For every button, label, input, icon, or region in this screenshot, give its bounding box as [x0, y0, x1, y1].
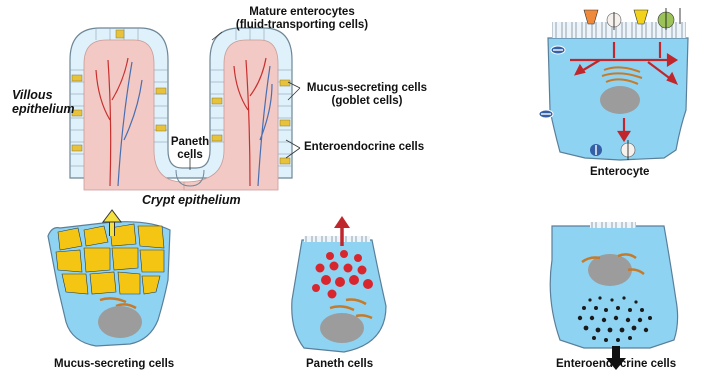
caption-enterocyte: Enterocyte [590, 166, 649, 179]
epithelium-text: epithelium [12, 102, 75, 116]
label-enteroendocrine: Enteroendocrine cells [304, 141, 424, 154]
enteroendocrine-cell-diagram [550, 222, 677, 370]
enteroendocrine-cell-body [550, 226, 677, 348]
paneth-cells-word-text: cells [164, 149, 216, 162]
label-paneth: Paneth cells [164, 136, 216, 162]
goblet-text: (goblet cells) [302, 95, 432, 108]
goblet-nucleus [98, 306, 142, 338]
paneth-nucleus [320, 313, 364, 343]
fluid-transporting-text: (fluid-transporting cells) [222, 19, 382, 32]
label-crypt-epithelium: Crypt epithelium [142, 194, 241, 207]
mature-enterocytes-text: Mature enterocytes [222, 6, 382, 19]
mucus-secreting-text: Mucus-secreting cells [302, 82, 432, 95]
orange-transporter-icon [584, 10, 598, 24]
paneth-text: Paneth [164, 136, 216, 149]
label-mucus-secreting: Mucus-secreting cells (goblet cells) [302, 82, 432, 108]
paneth-cell-diagram [292, 216, 386, 352]
villous-text: Villous [12, 88, 75, 102]
label-villous-epithelium: Villous epithelium [12, 88, 75, 116]
caption-enteroendocrine: Enteroendocrine cells [556, 358, 676, 371]
enteroendocrine-apical-border [590, 222, 636, 228]
villus-crypt-diagram [70, 28, 300, 190]
label-mature-enterocytes: Mature enterocytes (fluid-transporting c… [222, 6, 382, 32]
enterocyte-nucleus [600, 86, 640, 114]
caption-paneth: Paneth cells [306, 358, 373, 371]
enterocyte-diagram [539, 8, 688, 160]
yellow-transporter-icon [634, 10, 648, 24]
paneth-apical-border [304, 236, 370, 242]
mucus-secreting-cell-diagram [48, 210, 170, 346]
caption-mucus-secreting: Mucus-secreting cells [54, 358, 174, 371]
enteroendocrine-nucleus [588, 254, 632, 286]
